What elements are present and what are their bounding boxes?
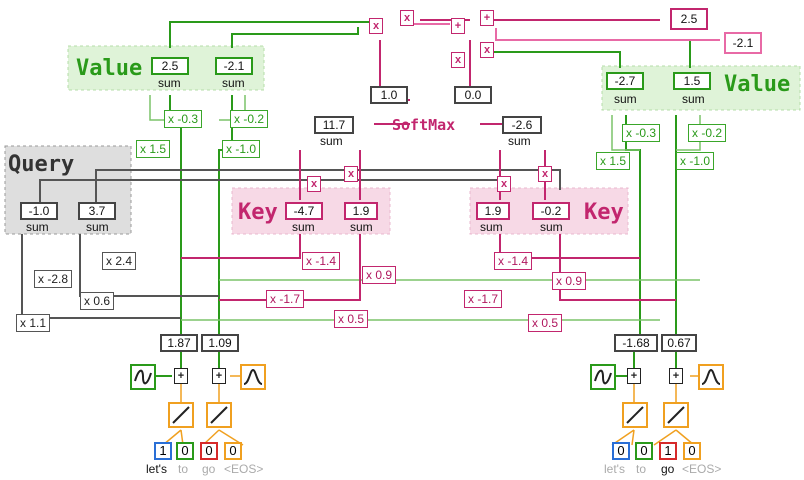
sum-label: sum: [540, 220, 563, 234]
value-title-right: Value: [724, 72, 791, 97]
sum-label: sum: [508, 134, 531, 148]
output-1: 2.5: [670, 8, 708, 30]
weight: x 0.5: [334, 310, 369, 328]
key-left-sum-2: 1.9: [344, 202, 378, 220]
weight: x 0.5: [528, 314, 563, 332]
weight: x -0.3: [164, 110, 203, 128]
onehot-input: 1: [659, 442, 677, 460]
token-label: to: [636, 462, 647, 476]
positional-add: +: [174, 368, 188, 384]
encoding-right-2: 0.67: [661, 334, 697, 352]
multiply-op: x: [344, 166, 358, 182]
multiply-op: x: [307, 176, 321, 192]
linear-activation-icon: [663, 402, 689, 428]
sum-label: sum: [292, 220, 315, 234]
sum-label: sum: [222, 76, 245, 90]
sine-wave-icon: [590, 364, 616, 390]
weight: x -1.4: [302, 252, 341, 270]
token-label: go: [661, 462, 675, 476]
softmax-out-2: 0.0: [454, 86, 492, 104]
value-right-sum-1: -2.7: [606, 72, 644, 90]
bell-curve-icon: [698, 364, 724, 390]
output-2: -2.1: [724, 32, 762, 54]
query-sum-2: 3.7: [78, 202, 116, 220]
value-left-sum-1: 2.5: [151, 57, 189, 75]
token-label: <EOS>: [682, 462, 722, 476]
multiply-op: x: [451, 52, 465, 68]
key-title-right: Key: [584, 200, 624, 225]
weight: x 2.4: [102, 252, 137, 270]
onehot-input: 0: [612, 442, 630, 460]
weight: x -1.7: [266, 290, 305, 308]
orange-wires: [162, 375, 702, 446]
output-wires: [410, 23, 720, 41]
plus-op: +: [451, 18, 465, 34]
weight: x -0.3: [622, 124, 661, 142]
token-label: <EOS>: [224, 462, 264, 476]
onehot-input: 0: [176, 442, 194, 460]
sum-label: sum: [158, 76, 181, 90]
onehot-input: 1: [154, 442, 172, 460]
weight: x -2.8: [34, 270, 73, 288]
key-title-left: Key: [238, 200, 278, 225]
sum-label: sum: [350, 220, 373, 234]
sum-label: sum: [682, 92, 705, 106]
weight: x -0.2: [688, 124, 727, 142]
linear-activation-icon: [168, 402, 194, 428]
key-right-sum-1: 1.9: [476, 202, 510, 220]
token-label: let's: [146, 462, 167, 476]
weight: x 0.9: [362, 266, 397, 284]
positional-add: +: [669, 368, 683, 384]
multiply-op: x: [369, 18, 383, 34]
weight: x 0.9: [552, 272, 587, 290]
token-label: to: [178, 462, 189, 476]
weight: x -1.4: [494, 252, 533, 270]
value-title-left: Value: [76, 56, 143, 81]
multiply-op: x: [538, 166, 552, 182]
weight: x 1.5: [596, 152, 631, 170]
sum-label: sum: [86, 220, 109, 234]
multiply-op: x: [400, 10, 414, 26]
softmax-label: SoftMax: [392, 116, 456, 134]
bell-curve-icon: [240, 364, 266, 390]
weight: x -1.7: [464, 290, 503, 308]
weight: x -1.0: [676, 152, 715, 170]
query-sum-1: -1.0: [20, 202, 58, 220]
positional-add: +: [212, 368, 226, 384]
token-label: go: [202, 462, 216, 476]
multiply-op: x: [480, 42, 494, 58]
query-title: Query: [8, 152, 75, 177]
weight: x 0.6: [80, 292, 115, 310]
positional-add: +: [627, 368, 641, 384]
key-left-sum-1: -4.7: [285, 202, 323, 220]
sum-label: sum: [614, 92, 637, 106]
token-label: let's: [604, 462, 625, 476]
linear-activation-icon: [622, 402, 648, 428]
multiply-op: x: [497, 176, 511, 192]
weight: x -1.0: [222, 140, 261, 158]
linear-activation-icon: [206, 402, 232, 428]
softmax-out-1: 1.0: [370, 86, 408, 104]
sum-label: sum: [320, 134, 343, 148]
onehot-input: 0: [200, 442, 218, 460]
sum-label: sum: [26, 220, 49, 234]
value-left-sum-2: -2.1: [215, 57, 253, 75]
score-1: 11.7: [314, 116, 354, 134]
score-2: -2.6: [502, 116, 542, 134]
key-right-sum-2: -0.2: [532, 202, 570, 220]
value-right-sum-2: 1.5: [673, 72, 711, 90]
sum-label: sum: [480, 220, 503, 234]
sine-wave-icon: [130, 364, 156, 390]
weight: x -0.2: [230, 110, 269, 128]
onehot-input: 0: [635, 442, 653, 460]
weight: x 1.1: [16, 314, 51, 332]
encoding-right-1: -1.68: [614, 334, 658, 352]
encoding-left-2: 1.09: [201, 334, 239, 352]
onehot-input: 0: [683, 442, 701, 460]
plus-op: +: [480, 10, 494, 26]
onehot-input: 0: [224, 442, 242, 460]
encoding-left-1: 1.87: [160, 334, 198, 352]
weight: x 1.5: [136, 140, 171, 158]
